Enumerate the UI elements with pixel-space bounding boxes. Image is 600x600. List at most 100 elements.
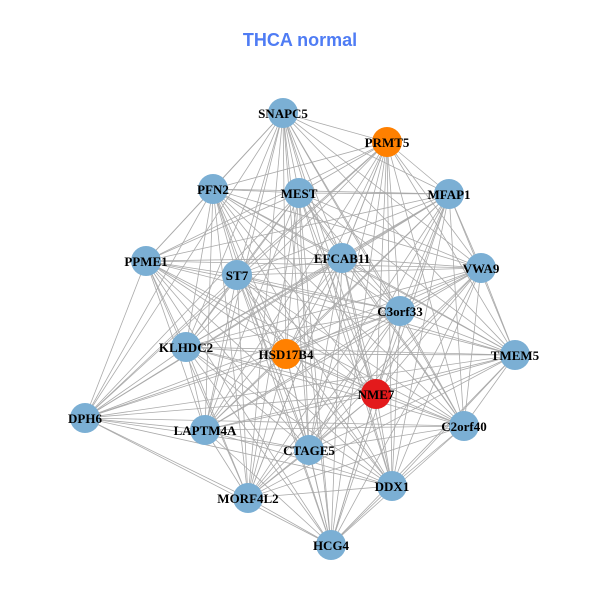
edge-C3orf33-CTAGE5: [308, 310, 401, 451]
edge-PRMT5-LAPTM4A: [204, 141, 388, 431]
edge-PRMT5-VWA9: [386, 141, 482, 269]
edge-PPME1-EFCAB11: [145, 257, 343, 262]
edges: [84, 112, 516, 546]
edge-EFCAB11-LAPTM4A: [204, 257, 343, 431]
node-label: TMEM5: [491, 348, 540, 363]
node-label: KLHDC2: [159, 340, 213, 355]
node-C2orf40: C2orf40: [441, 411, 487, 441]
edge-TMEM5-NME7: [375, 354, 516, 395]
chart-title: THCA normal: [242, 30, 358, 50]
node-circle: [284, 178, 314, 208]
edge-PFN2-C2orf40: [212, 188, 465, 427]
edge-LAPTM4A-CTAGE5: [204, 429, 310, 451]
edge-HSD17B4-DPH6: [84, 353, 287, 419]
node-PPME1: PPME1: [124, 246, 168, 276]
edge-DPH6-DDX1: [84, 417, 393, 487]
edge-TMEM5-CTAGE5: [308, 354, 516, 451]
edge-PFN2-DPH6: [84, 188, 214, 419]
edge-MFAP1-CTAGE5: [308, 193, 450, 451]
edge-EFCAB11-TMEM5: [341, 257, 516, 356]
edge-KLHDC2-DDX1: [185, 346, 393, 487]
edge-PFN2-PPME1: [145, 188, 214, 262]
edge-PRMT5-MEST: [298, 141, 388, 194]
node-VWA9: VWA9: [463, 253, 500, 283]
node-circle: [466, 253, 496, 283]
edge-KLHDC2-C2orf40: [185, 346, 465, 427]
node-MEST: MEST: [281, 178, 318, 208]
node-circle: [361, 379, 391, 409]
edge-LAPTM4A-C2orf40: [204, 425, 465, 431]
edge-PRMT5-PFN2: [212, 141, 388, 190]
edge-NME7-DPH6: [84, 393, 377, 419]
edge-VWA9-C2orf40: [463, 267, 482, 427]
edge-NME7-C2orf40: [375, 393, 465, 427]
edge-C2orf40-DDX1: [391, 425, 465, 487]
node-circle: [327, 243, 357, 273]
edge-MFAP1-C2orf40: [448, 193, 465, 427]
edge-NME7-DDX1: [375, 393, 393, 487]
edge-MEST-DPH6: [84, 192, 300, 419]
edge-PFN2-CTAGE5: [212, 188, 310, 451]
node-label: CTAGE5: [283, 443, 335, 458]
node-CTAGE5: CTAGE5: [283, 435, 335, 465]
edge-MFAP1-C3orf33: [399, 193, 450, 312]
edge-PFN2-KLHDC2: [185, 188, 214, 348]
edge-CTAGE5-HCG4: [308, 449, 332, 546]
node-circle: [377, 471, 407, 501]
edge-KLHDC2-CTAGE5: [185, 346, 310, 451]
edge-PPME1-CTAGE5: [145, 260, 310, 451]
edge-PRMT5-C2orf40: [386, 141, 465, 427]
edge-VWA9-CTAGE5: [308, 267, 482, 451]
node-label: MORF4L2: [217, 491, 278, 506]
edge-C3orf33-KLHDC2: [185, 310, 401, 348]
edge-PPME1-HCG4: [145, 260, 332, 546]
node-label: MEST: [281, 186, 318, 201]
edge-VWA9-HCG4: [330, 267, 482, 546]
node-HSD17B4: HSD17B4: [259, 339, 314, 369]
edge-C2orf40-CTAGE5: [308, 425, 465, 451]
node-label: HSD17B4: [259, 347, 314, 362]
edge-PPME1-ST7: [145, 260, 238, 276]
node-label: ST7: [226, 268, 249, 283]
node-DDX1: DDX1: [375, 471, 409, 501]
node-LAPTM4A: LAPTM4A: [174, 415, 237, 445]
edge-ST7-VWA9: [236, 267, 482, 276]
node-KLHDC2: KLHDC2: [159, 332, 213, 362]
edge-DPH6-MORF4L2: [84, 417, 249, 499]
edge-ST7-DPH6: [84, 274, 238, 419]
edge-ST7-CTAGE5: [236, 274, 310, 451]
node-label: HCG4: [313, 538, 350, 553]
edge-C2orf40-MORF4L2: [247, 425, 465, 499]
edge-KLHDC2-HSD17B4: [185, 346, 287, 355]
node-label: EFCAB11: [314, 251, 370, 266]
node-label: C2orf40: [441, 419, 487, 434]
edge-PFN2-TMEM5: [212, 188, 516, 356]
node-circle: [316, 530, 346, 560]
edge-C3orf33-DPH6: [84, 310, 401, 419]
edge-VWA9-TMEM5: [480, 267, 516, 356]
edge-EFCAB11-C2orf40: [341, 257, 465, 427]
edge-MEST-CTAGE5: [298, 192, 310, 451]
edge-PPME1-VWA9: [145, 260, 482, 269]
edge-MEST-PPME1: [145, 192, 300, 262]
edge-MEST-C2orf40: [298, 192, 465, 427]
node-ST7: ST7: [222, 260, 252, 290]
edge-TMEM5-HCG4: [330, 354, 516, 546]
edge-SNAPC5-PRMT5: [282, 112, 388, 143]
edge-SNAPC5-HCG4: [282, 112, 332, 546]
edge-PRMT5-HCG4: [330, 141, 388, 546]
node-EFCAB11: EFCAB11: [314, 243, 370, 273]
edge-MFAP1-KLHDC2: [185, 193, 450, 348]
node-circle: [70, 403, 100, 433]
edge-PPME1-KLHDC2: [145, 260, 187, 348]
edge-DDX1-MORF4L2: [247, 485, 393, 499]
edge-HSD17B4-NME7: [285, 353, 377, 395]
node-label: LAPTM4A: [174, 423, 237, 438]
edge-MFAP1-LAPTM4A: [204, 193, 450, 431]
edge-MEST-DDX1: [298, 192, 393, 487]
edge-VWA9-KLHDC2: [185, 267, 482, 348]
node-label: SNAPC5: [258, 106, 308, 121]
edge-KLHDC2-TMEM5: [185, 346, 516, 356]
